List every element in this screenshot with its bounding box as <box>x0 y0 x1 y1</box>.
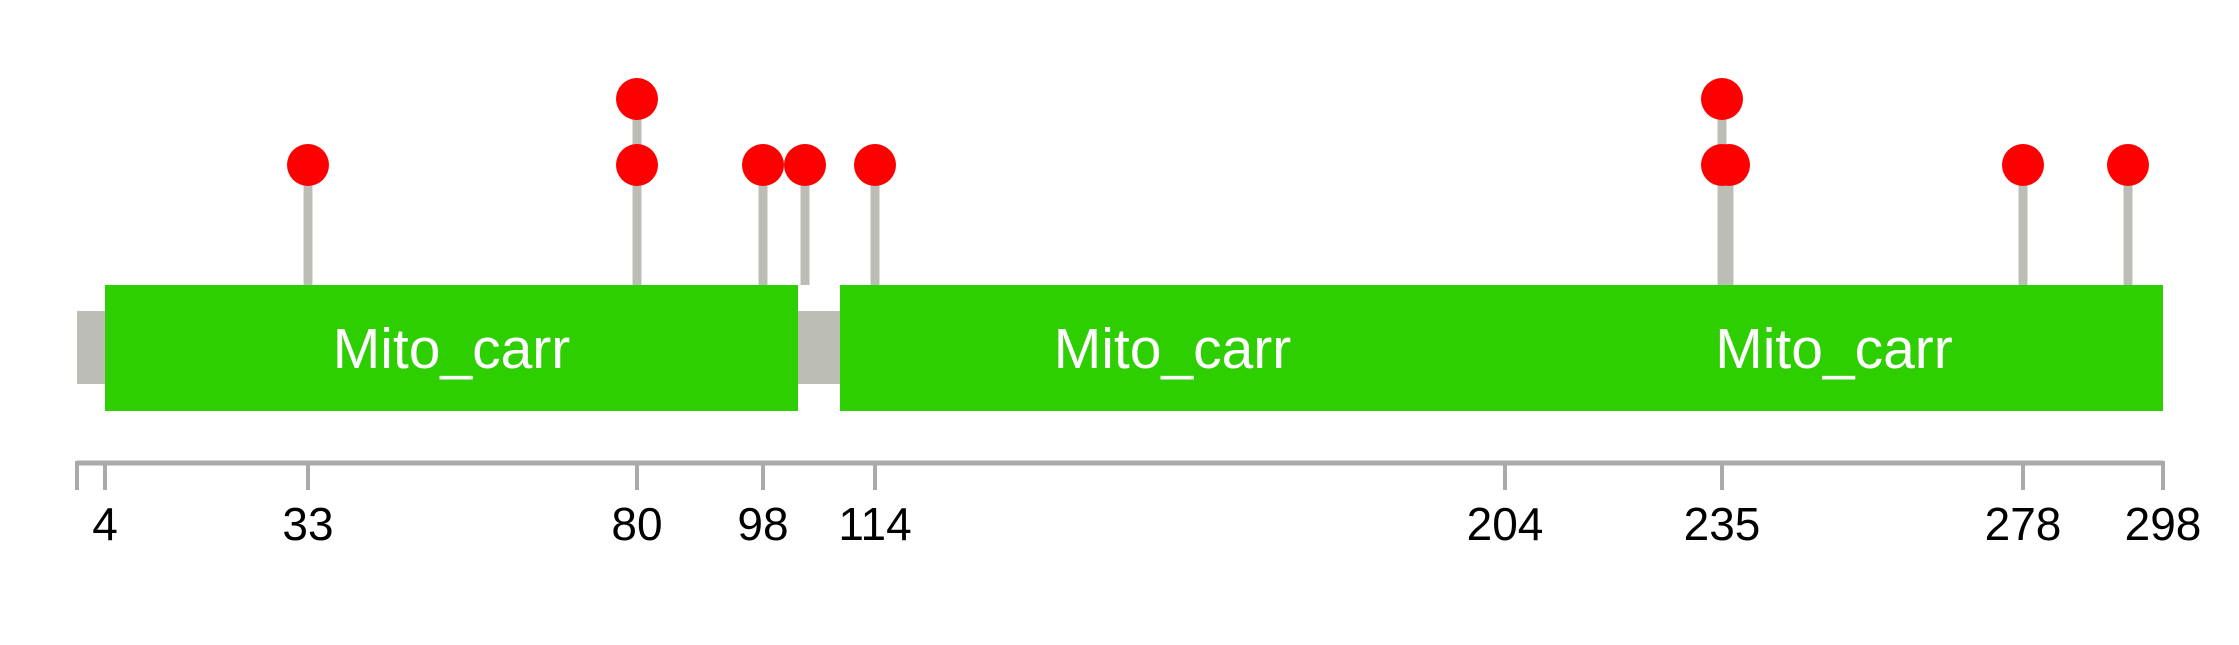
axis-tick-label: 4 <box>92 498 118 550</box>
domain-label: Mito_carr <box>1715 317 1953 381</box>
domain-label: Mito_carr <box>1054 317 1292 381</box>
mutation-head <box>616 78 658 120</box>
axis-tick-label: 235 <box>1684 498 1761 550</box>
axis-tick-label: 298 <box>2125 498 2202 550</box>
mutation-head <box>616 144 658 186</box>
mutation-head <box>2002 144 2044 186</box>
domain-box <box>840 285 1505 411</box>
mutation-head <box>742 144 784 186</box>
axis-tick-label: 204 <box>1467 498 1544 550</box>
axis-tick-label: 33 <box>282 498 333 550</box>
axis-tick-label: 278 <box>1985 498 2062 550</box>
mutation-head <box>1701 78 1743 120</box>
domain-label: Mito_carr <box>333 317 571 381</box>
mutation-head <box>2107 144 2149 186</box>
domain-box <box>105 285 798 411</box>
axis-tick-label: 114 <box>838 498 911 550</box>
mutation-head <box>287 144 329 186</box>
mutation-head <box>854 144 896 186</box>
axis-tick-label: 98 <box>737 498 788 550</box>
axis-tick-label: 80 <box>611 498 662 550</box>
domain-box <box>1505 285 2163 411</box>
mutation-head <box>1708 144 1750 186</box>
mutation-head <box>784 144 826 186</box>
